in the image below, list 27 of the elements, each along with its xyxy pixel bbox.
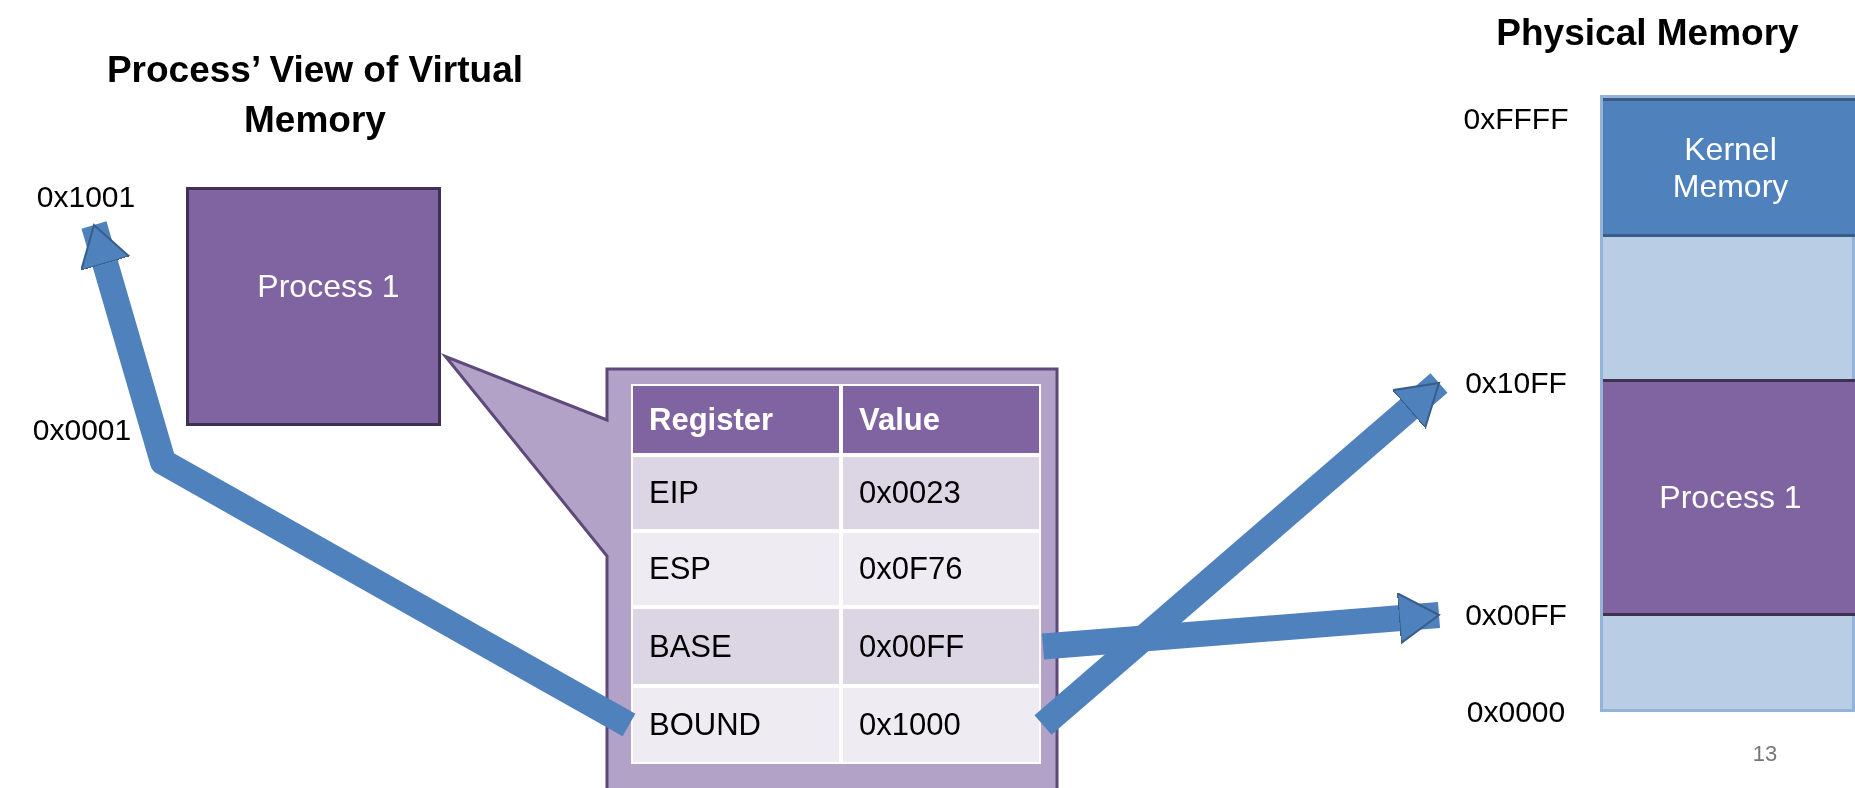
- address-label: 0x0000: [1465, 694, 1567, 730]
- address-label: 0x10FF: [1441, 361, 1591, 405]
- table-header-cell: Register: [631, 384, 841, 455]
- memory-column: [1600, 95, 1855, 712]
- block-arrow: [1041, 592, 1441, 660]
- page-number: 13: [1751, 740, 1779, 768]
- process-block: Process 1: [1603, 379, 1855, 616]
- table-cell: 0x0F76: [841, 531, 1041, 607]
- address-label: 0x0001: [31, 412, 133, 448]
- address-label: 0x1001: [30, 175, 142, 219]
- table-cell: BASE: [631, 607, 841, 686]
- heading: Process’ View of Virtual Memory: [105, 48, 525, 142]
- table-cell: BOUND: [631, 686, 841, 764]
- table-cell: 0x0023: [841, 455, 1041, 531]
- heading: Physical Memory: [1495, 11, 1800, 55]
- table-cell: ESP: [631, 531, 841, 607]
- table-header-cell: Value: [841, 384, 1041, 455]
- block-arrow: [1034, 373, 1448, 735]
- process-block: Process 1: [186, 187, 441, 426]
- table-cell: 0x1000: [841, 686, 1041, 764]
- kernel-memory-block: Kernel Memory: [1603, 98, 1855, 237]
- address-label: 0x00FF: [1441, 593, 1591, 637]
- table-cell: EIP: [631, 455, 841, 531]
- address-label: 0xFFFF: [1462, 101, 1570, 137]
- table-cell: 0x00FF: [841, 607, 1041, 686]
- callout-box: [444, 355, 1059, 788]
- block-arrow: [80, 221, 636, 737]
